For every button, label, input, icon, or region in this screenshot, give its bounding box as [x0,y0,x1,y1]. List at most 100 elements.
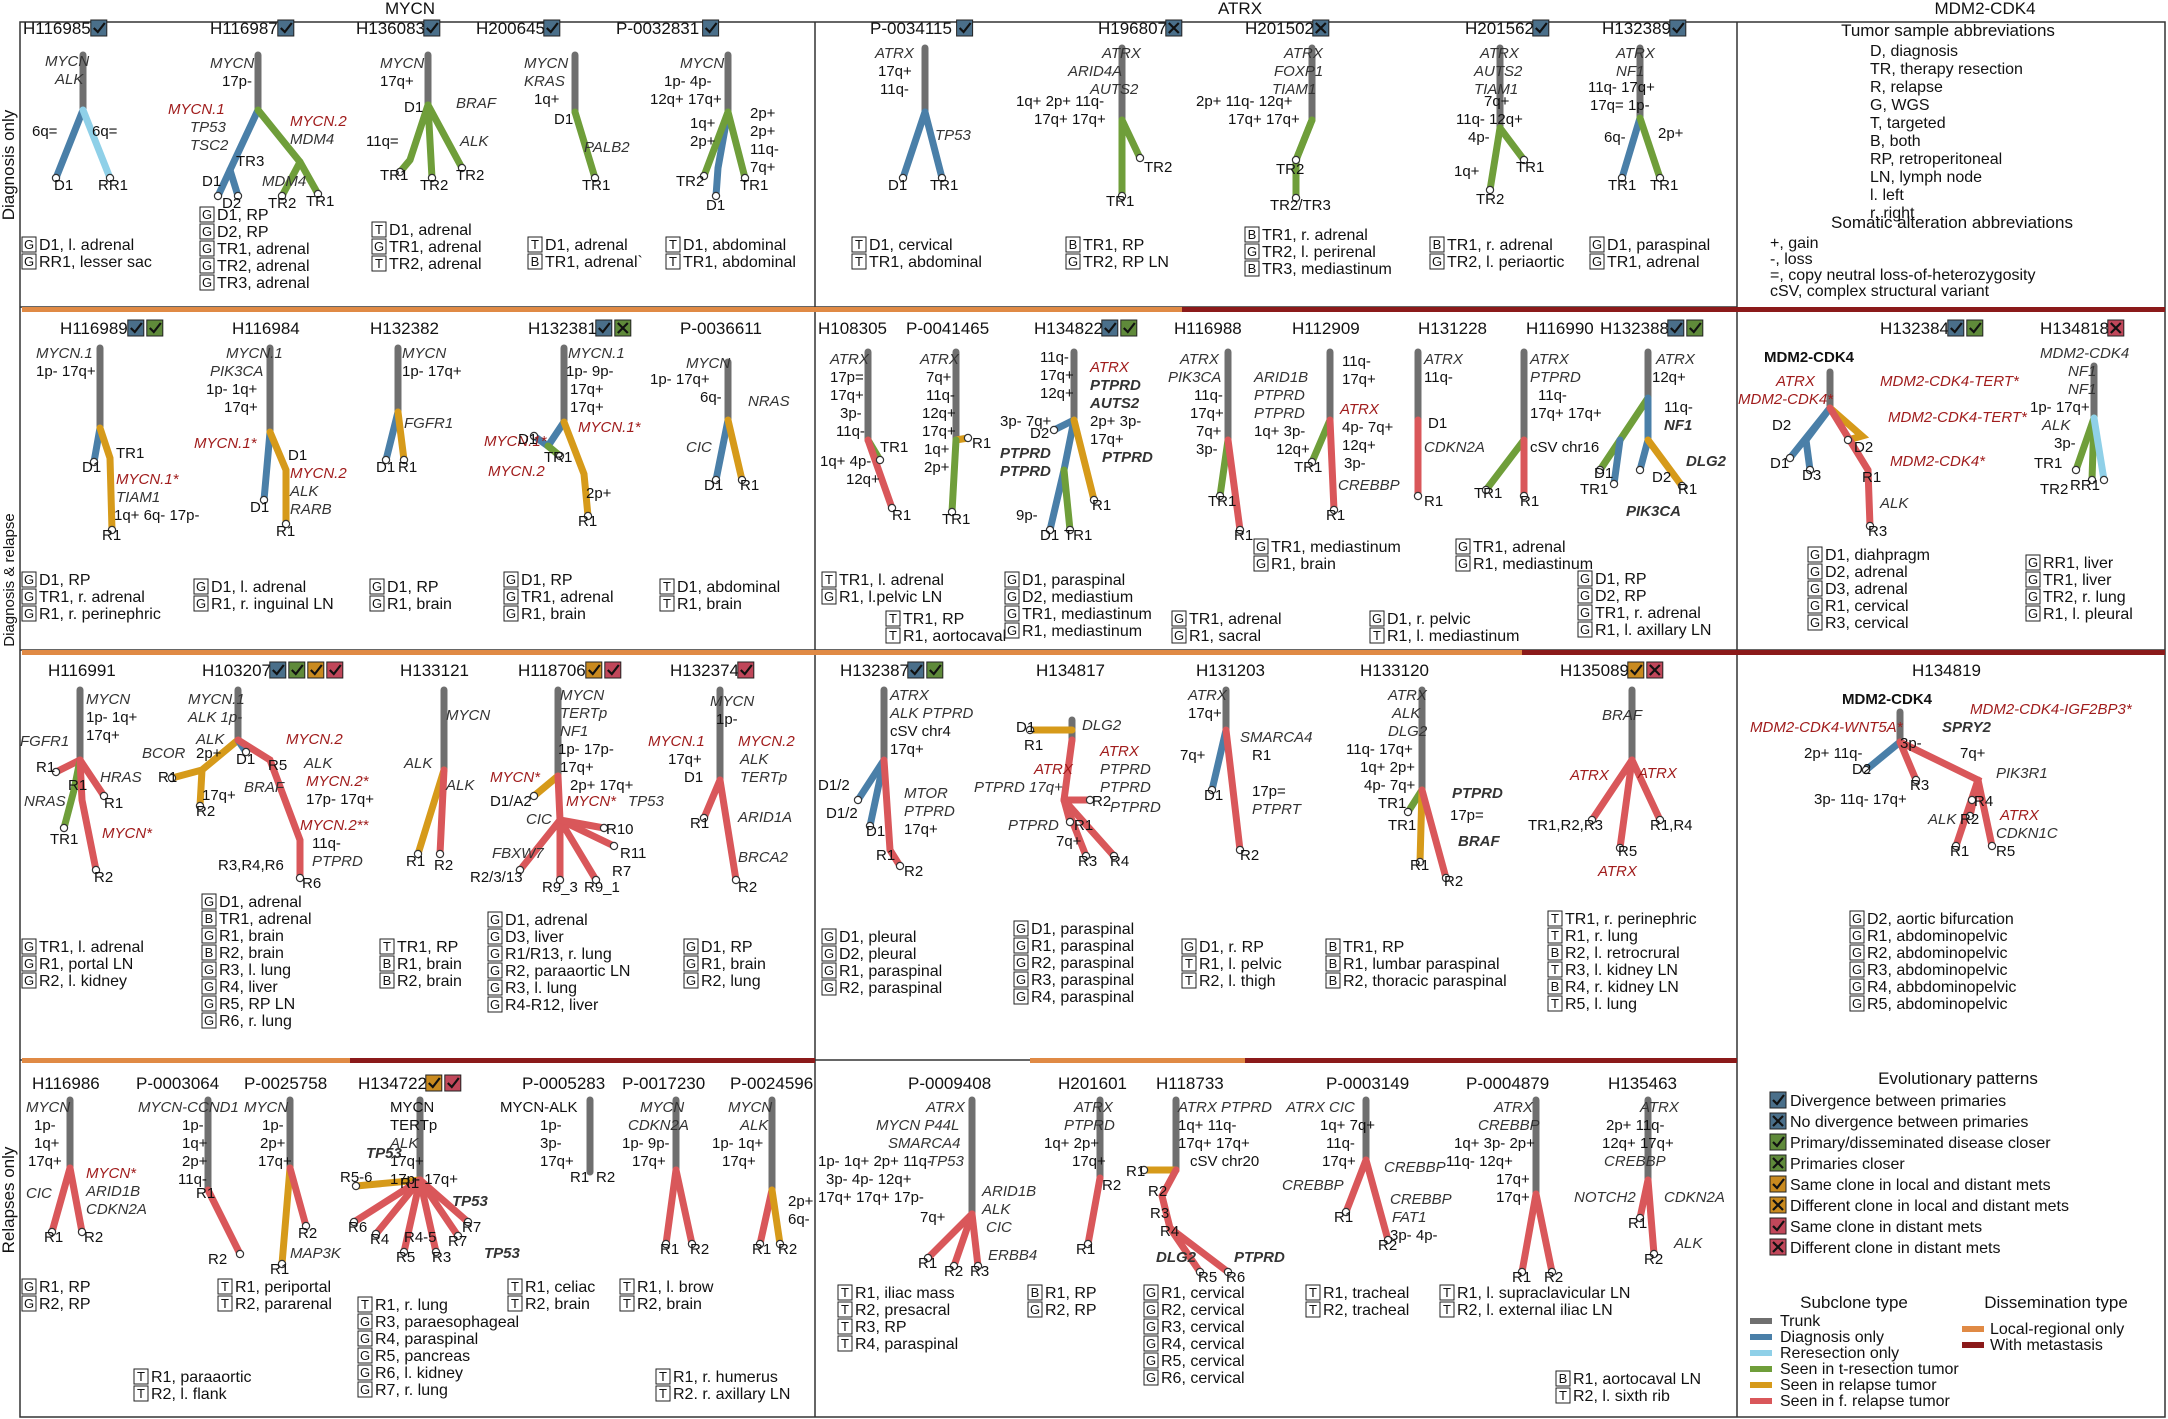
check-mark-icon [1669,19,1687,37]
alteration-label: NF1 [1664,417,1692,434]
patient-id: P-0009408 [908,1074,991,1093]
alteration-label: MYCN-CCND1 [138,1099,239,1116]
alteration-label: ARID1B [85,1183,140,1200]
sample-type-code: T [511,1296,519,1311]
alteration-label: 3p- [1900,735,1922,752]
tree-branch [700,108,732,180]
sample-description: R3, l. kidney LN [1565,962,1678,979]
sample-node [99,791,109,801]
alteration-label: 3p- [540,1135,562,1152]
tree-branch [396,101,432,176]
alteration-label: TR1 [1388,817,1416,834]
sample-node [1655,173,1665,183]
alteration-label: 3p- 4p- [1390,1227,1438,1244]
alteration-label: R1 [68,777,87,794]
alteration-label: ATRX [1101,45,1142,62]
alteration-label: 1q+ 6q- 17p- [114,507,199,524]
alteration-label: 4p- [1468,129,1490,146]
alteration-label: TR2 [1476,191,1504,208]
phylogenetic-trees [47,44,2109,1277]
sample-description: R4-R12, liver [505,997,599,1014]
sample-type-code: G [1580,622,1590,637]
alteration-label: 1p- 17q+ [2030,399,2090,416]
alteration-label: D1 [236,751,255,768]
check-mark-icon [907,661,925,679]
sample-node [1965,811,1975,821]
alteration-label: MYCN [710,693,754,710]
cross-mark-icon [1646,661,1664,679]
sample-type-code: T [623,1279,631,1294]
alteration-label: 2p+ [196,745,222,762]
tree-branch [948,436,960,516]
abbrev-item: +, gain [1770,235,1818,252]
alteration-label: ATRX [1479,45,1520,62]
sample-type-code: G [1016,955,1026,970]
sample-node [775,1239,785,1249]
sample-description: R4, paraspinal [375,1331,478,1348]
alteration-label: R1 [1092,497,1111,514]
sample-description: R2, brain [637,1296,702,1313]
sample-description: R1, iliac mass [855,1285,955,1302]
sample-type-code: B [1069,237,1078,252]
sample-description: D1, adrenal [505,912,588,929]
tree-branch [1070,416,1098,504]
sample-description: D3, adrenal [1825,581,1908,598]
sample-type-code: G [196,579,206,594]
alteration-label: R7 [462,1219,481,1236]
alteration-label: 2p+ [750,105,776,122]
sample-node [1519,155,1529,165]
tree-branch [234,736,304,882]
dissem-bar-met [350,1058,815,1063]
alteration-label: R6 [302,875,321,892]
sample-type-code: G [1592,237,1602,252]
sample-node [555,451,565,461]
sample-type-code: G [204,962,214,977]
alteration-label: ATRX [1529,351,1570,368]
sample-description: R2, l. flank [151,1386,228,1403]
sample-type-code: T [1559,1388,1567,1403]
alteration-label: CDKN2A [86,1201,147,1218]
alteration-label: MYCN.1 [568,345,625,362]
tree-branch [76,756,100,874]
sample-type-code: T [375,256,383,271]
alteration-label: ALK 1p- [187,709,242,726]
alteration-label: 3p- [1344,455,1366,472]
sample-type-code: T [375,222,383,237]
pattern-item: Different clone in local and distant met… [1790,1198,2069,1215]
tree-branch [350,1176,424,1226]
tree-branch [1084,1174,1104,1248]
alteration-label: R3 [970,1263,989,1280]
tree-branch [372,1176,424,1238]
alteration-label: AUTS2 [1089,395,1140,412]
alteration-label: 2p+ 3p- [1090,413,1141,430]
pattern-item: Primary/disseminated disease closer [1790,1135,2051,1152]
sample-type-code: T [1443,1302,1451,1317]
abbrev-item: RP, retroperitoneal [1870,151,2002,168]
alteration-label: MYCN.1* [578,419,642,436]
alteration-label: ALK [54,71,84,88]
sample-description: R5, abdominopelvic [1867,996,2008,1013]
sample-node [453,1231,463,1241]
alteration-label: TR2 [1276,161,1304,178]
alteration-label: TP53 [190,119,227,136]
patient-id: H116989 [60,319,128,338]
alteration-label: FAT1 [1392,1209,1426,1226]
alteration-label: TERTp [740,769,787,786]
sample-type-code: G [824,963,834,978]
subclone-swatch [1750,1350,1772,1356]
